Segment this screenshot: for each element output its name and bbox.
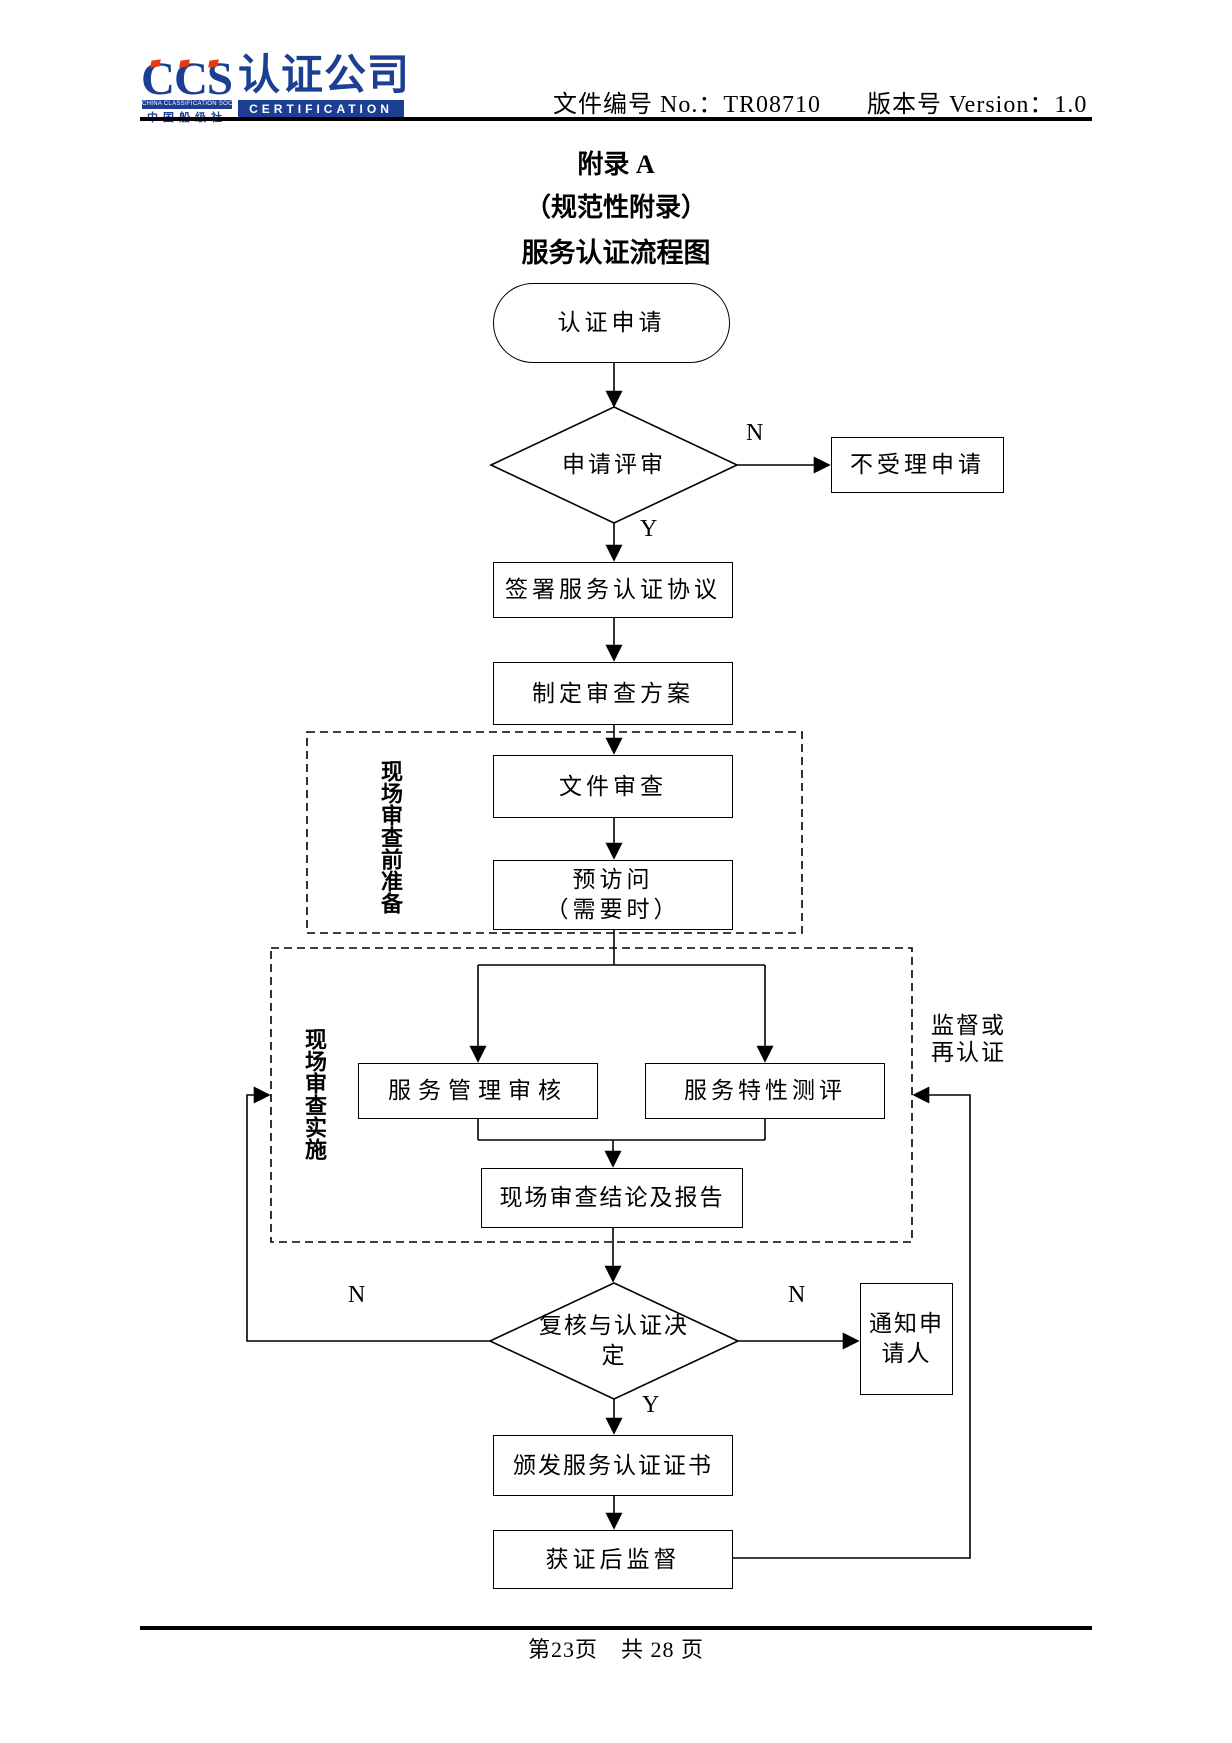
node-start: 认证申请 — [493, 283, 730, 363]
edge-label-yes-review: Y — [640, 516, 658, 542]
node-post-cert-supervision: 获证后监督 — [493, 1530, 733, 1589]
loop-decision-no-left — [246, 1086, 490, 1342]
group-label-onsite-impl: 现场审查实施 — [302, 1028, 327, 1160]
page-number: 第23页 共 28 页 — [527, 1637, 704, 1662]
node-review-decision-label: 复核与认证决定 — [539, 1313, 689, 1368]
node-sign-agreement: 签署服务认证协议 — [493, 562, 733, 618]
edge-label-no-review: N — [746, 420, 764, 446]
ccs-company-name: 认证公司 — [238, 53, 411, 99]
diamond-application-review — [489, 406, 739, 524]
appendix-title: 附录 A — [577, 150, 655, 179]
loop-label-supervision-recert: 监督或 再认证 — [931, 1013, 1006, 1065]
node-issue-certificate: 颁发服务认证证书 — [493, 1435, 733, 1496]
diamond-review-decision — [488, 1282, 740, 1400]
group-onsite-impl-frame — [270, 947, 913, 1243]
node-document-review: 文件审查 — [493, 755, 733, 818]
edge-label-yes-decision: Y — [642, 1392, 660, 1418]
node-make-plan: 制定审查方案 — [493, 662, 733, 725]
node-application-review-label: 申请评审 — [562, 452, 666, 478]
doc-number: 文件编号 No.：TR08710 — [553, 92, 821, 118]
node-onsite-conclusion: 现场审查结论及报告 — [481, 1168, 743, 1228]
node-service-characteristic-eval: 服务特性测评 — [645, 1063, 885, 1119]
node-notify-applicant: 通知申请人 — [860, 1283, 953, 1395]
ccs-society-banner: CHINA CLASSIFICATION SOCIETY — [142, 100, 232, 109]
footer-rule — [140, 1626, 1092, 1630]
certification-banner: CERTIFICATION — [238, 100, 404, 118]
node-service-mgmt-audit: 服务管理审核 — [358, 1063, 598, 1119]
doc-version: 版本号 Version：1.0 — [867, 92, 1088, 118]
edge-label-no-decision-right: N — [788, 1282, 806, 1308]
edge-label-no-decision-left: N — [348, 1282, 366, 1308]
group-pre-onsite-frame — [306, 731, 803, 934]
node-pre-visit: 预访问 （需要时） — [493, 860, 733, 930]
flowchart-title: 服务认证流程图 — [521, 238, 711, 268]
group-label-pre-onsite: 现场审查前准备 — [378, 760, 403, 914]
document-meta: 文件编号 No.：TR08710 版本号 Version：1.0 — [553, 84, 1087, 119]
header-rule — [140, 117, 1092, 121]
node-not-accepted: 不受理申请 — [831, 437, 1004, 493]
appendix-subtitle: （规范性附录） — [524, 193, 707, 222]
loop-supervision-recert — [733, 1086, 971, 1559]
